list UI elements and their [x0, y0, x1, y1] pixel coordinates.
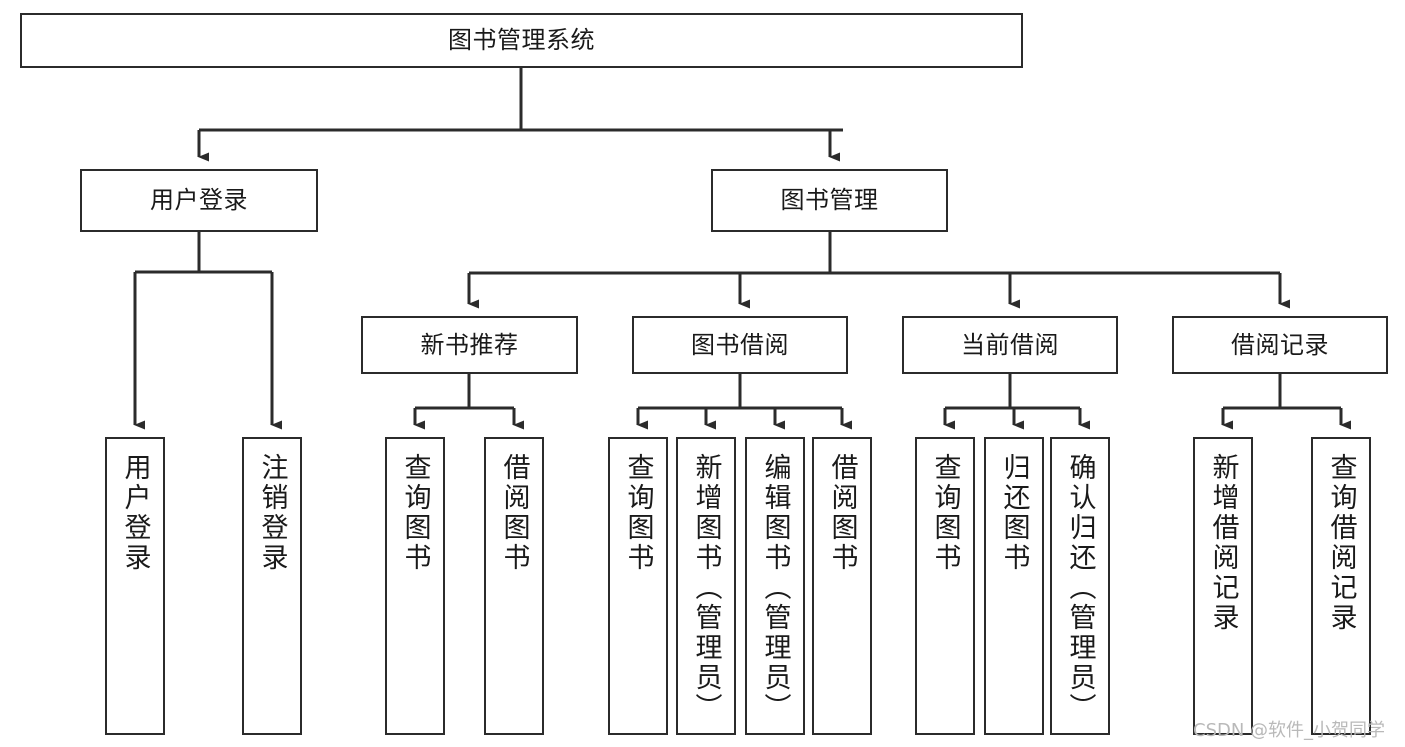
node-leaf-logout-label: 注销登录	[256, 453, 288, 573]
node-current-borrow[interactable]: 当前借阅	[902, 316, 1118, 374]
node-leaf-edit-book-label: 编辑图书（管理员）	[759, 453, 791, 723]
node-root[interactable]: 图书管理系统	[20, 13, 1023, 68]
node-book-manage[interactable]: 图书管理	[711, 169, 948, 232]
node-user-login-label: 用户登录	[150, 186, 248, 215]
node-leaf-user-login-label: 用户登录	[119, 453, 151, 573]
node-leaf-query-book-borrow[interactable]: 查询图书	[608, 437, 668, 735]
node-leaf-user-login[interactable]: 用户登录	[105, 437, 165, 735]
node-leaf-borrow-book-rec-label: 借阅图书	[498, 453, 530, 573]
node-leaf-add-record-label: 新增借阅记录	[1207, 453, 1239, 633]
node-leaf-query-book-rec-label: 查询图书	[399, 453, 431, 573]
node-user-login[interactable]: 用户登录	[80, 169, 318, 232]
node-leaf-edit-book[interactable]: 编辑图书（管理员）	[745, 437, 805, 735]
node-leaf-return-book-label: 归还图书	[998, 453, 1030, 573]
node-leaf-borrow-book[interactable]: 借阅图书	[812, 437, 872, 735]
node-leaf-query-book-borrow-label: 查询图书	[622, 453, 654, 573]
node-leaf-query-book-rec[interactable]: 查询图书	[385, 437, 445, 735]
node-leaf-borrow-book-label: 借阅图书	[826, 453, 858, 573]
node-current-borrow-label: 当前借阅	[961, 330, 1059, 359]
node-new-book-rec[interactable]: 新书推荐	[361, 316, 578, 374]
node-leaf-add-record[interactable]: 新增借阅记录	[1193, 437, 1253, 735]
node-book-borrow-label: 图书借阅	[691, 330, 789, 359]
node-leaf-borrow-book-rec[interactable]: 借阅图书	[484, 437, 544, 735]
node-leaf-add-book-label: 新增图书（管理员）	[690, 453, 722, 723]
node-leaf-confirm-return-label: 确认归还（管理员）	[1064, 453, 1096, 723]
node-root-label: 图书管理系统	[448, 26, 595, 55]
node-book-manage-label: 图书管理	[780, 186, 879, 215]
node-leaf-query-record-label: 查询借阅记录	[1325, 453, 1357, 633]
node-leaf-return-book[interactable]: 归还图书	[984, 437, 1044, 735]
node-book-borrow[interactable]: 图书借阅	[632, 316, 848, 374]
node-leaf-query-book-cur[interactable]: 查询图书	[915, 437, 975, 735]
node-leaf-confirm-return[interactable]: 确认归还（管理员）	[1050, 437, 1110, 735]
node-borrow-record-label: 借阅记录	[1231, 330, 1329, 359]
node-new-book-rec-label: 新书推荐	[420, 330, 519, 359]
node-leaf-query-record[interactable]: 查询借阅记录	[1311, 437, 1371, 735]
node-leaf-query-book-cur-label: 查询图书	[929, 453, 961, 573]
node-leaf-add-book[interactable]: 新增图书（管理员）	[676, 437, 736, 735]
node-borrow-record[interactable]: 借阅记录	[1172, 316, 1388, 374]
node-leaf-logout[interactable]: 注销登录	[242, 437, 302, 735]
